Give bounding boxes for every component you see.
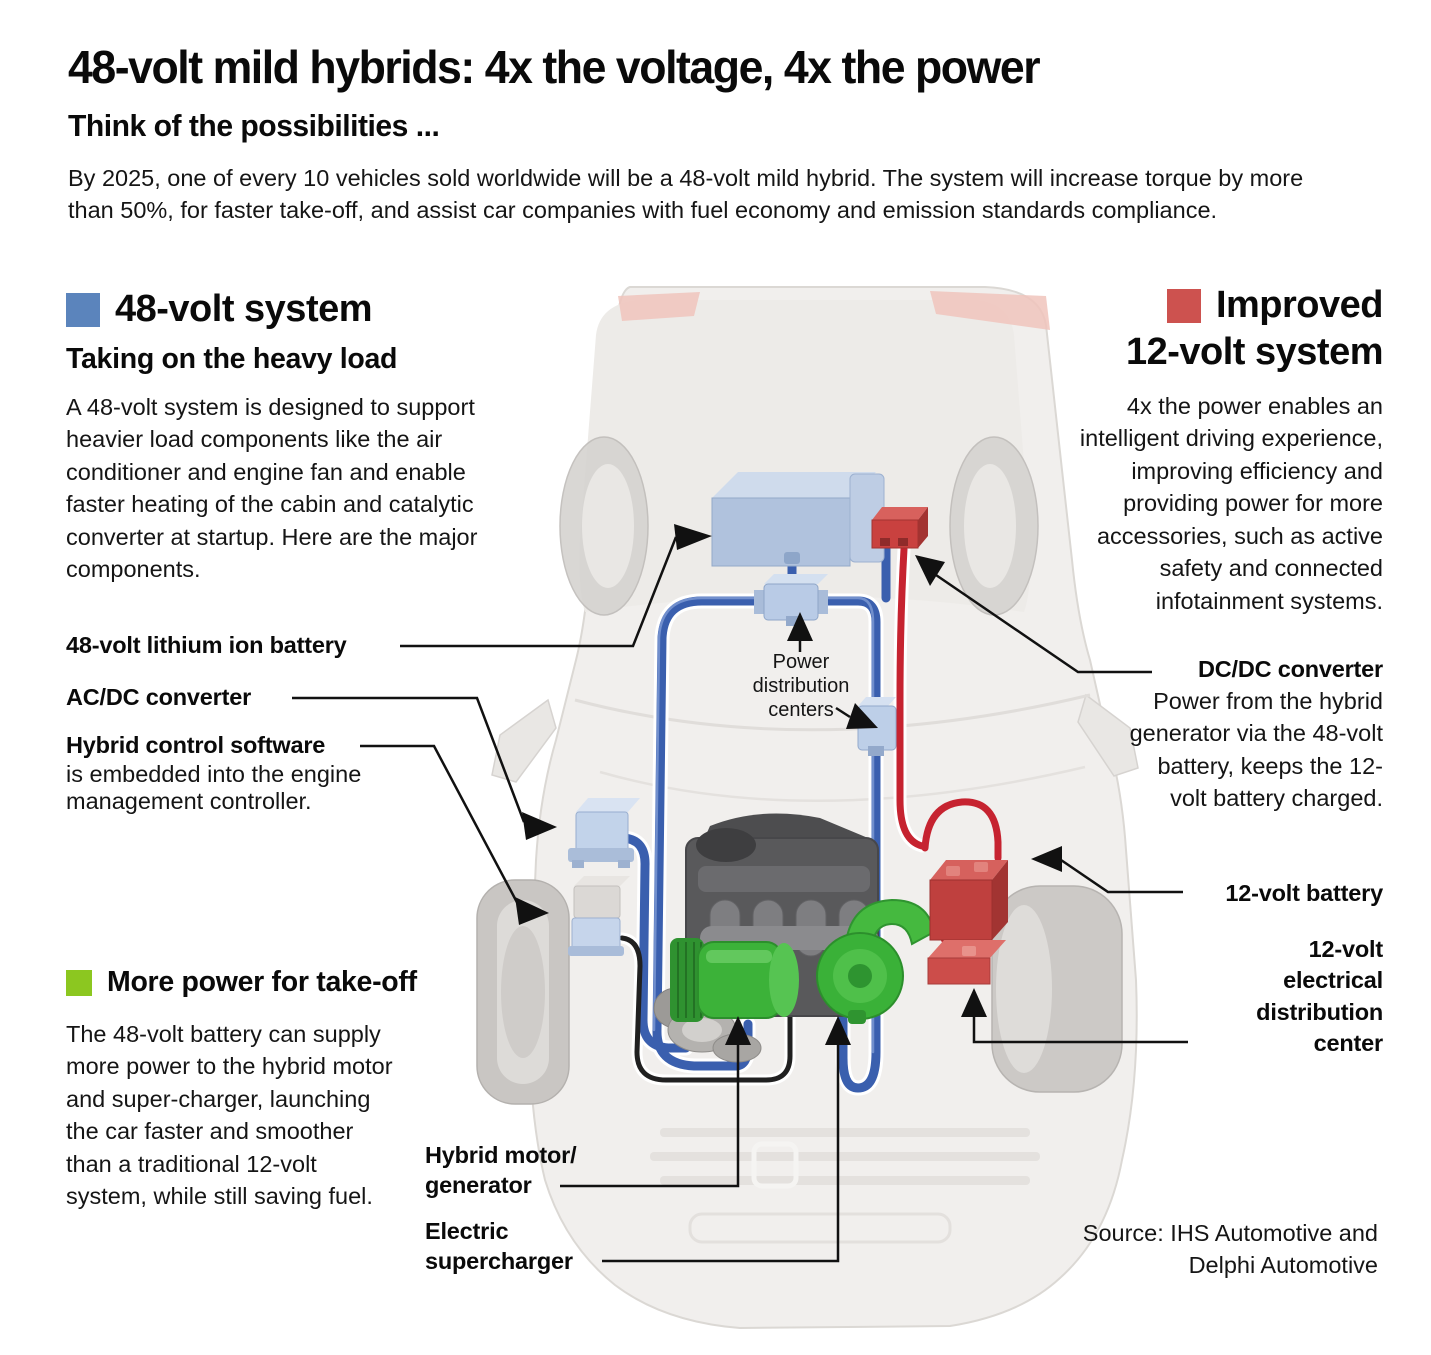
leader-software	[360, 744, 522, 909]
green-bullet-square	[66, 969, 92, 996]
section-12v-title-line2: 12-volt system	[1125, 331, 1384, 373]
electric-supercharger	[816, 898, 936, 1024]
leader-battery12	[1060, 858, 1183, 894]
section-48v-title: 48-volt system	[115, 288, 373, 330]
arrow-dcdc	[915, 555, 945, 586]
front-left-wheel	[476, 879, 570, 1105]
wire-control-run	[619, 935, 793, 1083]
leader-dcdc	[935, 573, 1152, 674]
taillight-right	[930, 291, 1050, 330]
leader-supercharger	[602, 1042, 840, 1263]
arrow-acdc	[522, 812, 557, 840]
callout-software-body: is embedded into the engine management c…	[66, 761, 362, 815]
section-12v-heading-line1-row: Improved	[1043, 284, 1384, 327]
leader-acdc	[292, 696, 526, 823]
section-takeoff-body: The 48-volt battery can supply more powe…	[66, 1021, 393, 1210]
cowl-line	[574, 693, 1091, 732]
section-48v-heading: 48-volt system	[66, 288, 373, 331]
dcdc-converter-box	[871, 507, 928, 549]
leader-motor	[560, 1042, 740, 1188]
blue-bullet-square	[66, 292, 100, 327]
section-12v-title-line1: Improved	[1215, 284, 1384, 326]
12v-battery	[929, 860, 1008, 941]
arrow-pdc-up	[787, 612, 813, 641]
section-takeoff-title: More power for take-off	[107, 966, 417, 998]
callout-acdc: AC/DC converter	[66, 684, 252, 710]
callout-dcdc-body: Power from the hybrid generator via the …	[1129, 688, 1383, 812]
source-credit: Source: IHS Automotive and Delphi Automo…	[1082, 1220, 1378, 1278]
bumper-opening	[688, 1212, 952, 1244]
callout-software-title: Hybrid control software	[66, 732, 326, 758]
arrow-pdc-diag	[846, 703, 878, 729]
mirror-right	[1077, 693, 1139, 777]
section-48v-body: A 48-volt system is designed to support …	[66, 394, 478, 583]
power-distribution-center-1	[754, 574, 828, 626]
rear-right-wheel	[949, 436, 1039, 616]
48v-battery	[711, 472, 885, 567]
front-right-wheel	[991, 885, 1123, 1093]
section-48v-subheading: Taking on the heavy load	[66, 343, 398, 375]
callout-supercharger: Electric supercharger	[425, 1218, 573, 1275]
12v-distribution-box	[927, 940, 1006, 985]
leader-dist12	[972, 1012, 1188, 1044]
arrow-software	[515, 897, 549, 925]
wire-red-main-run	[896, 545, 926, 850]
wire-red-battery-loop	[921, 798, 1002, 862]
front-grille	[650, 1128, 1040, 1244]
mirror-left	[491, 698, 557, 783]
taillight-left	[618, 292, 700, 321]
arrow-dist12	[961, 988, 987, 1017]
wheels	[476, 436, 1123, 1105]
arrow-supercharger	[825, 1016, 851, 1045]
hybrid-control-module	[568, 876, 630, 956]
callout-dist12: 12-volt electrical distribution center	[1256, 936, 1383, 1056]
section-12v-heading: Improved 12-volt system	[1043, 284, 1384, 374]
rear-left-wheel	[559, 436, 649, 616]
arrow-battery12	[1031, 846, 1062, 872]
callout-battery12: 12-volt battery	[1225, 880, 1383, 906]
leader-pdc-diag	[835, 706, 851, 719]
callout-battery48: 48-volt lithium ion battery	[66, 632, 347, 658]
section-takeoff-heading: More power for take-off	[66, 966, 417, 999]
callout-dcdc: DC/DC converter Power from the hybrid ge…	[1083, 656, 1384, 815]
callout-dcdc-title: DC/DC converter	[1197, 656, 1383, 682]
page-subtitle: Think of the possibilities ...	[68, 108, 440, 143]
leader-arrowheads	[515, 524, 1062, 1045]
red-bullet-square	[1166, 288, 1201, 323]
callout-motor: Hybrid motor/ generator	[425, 1142, 577, 1199]
callout-power-dist: Power distribution centers	[752, 651, 850, 721]
leader-battery48	[400, 536, 678, 648]
wire-acdc-run	[619, 833, 691, 1053]
leader-lines	[292, 536, 1188, 1263]
arrow-motor	[725, 1016, 751, 1045]
acdc-converter-box	[568, 798, 640, 868]
arrow-battery48	[674, 524, 712, 550]
page-title: 48-volt mild hybrids: 4x the voltage, 4x…	[68, 41, 1041, 93]
section-12v-body: 4x the power enables an intelligent driv…	[1079, 393, 1383, 614]
intro-paragraph: By 2025, one of every 10 vehicles sold w…	[68, 165, 1304, 224]
brand-logo	[751, 1141, 799, 1189]
48v-blue-wire-highlights	[652, 596, 875, 1054]
signal-black-wiring	[619, 935, 793, 1083]
callout-software: Hybrid control software is embedded into…	[66, 732, 418, 815]
